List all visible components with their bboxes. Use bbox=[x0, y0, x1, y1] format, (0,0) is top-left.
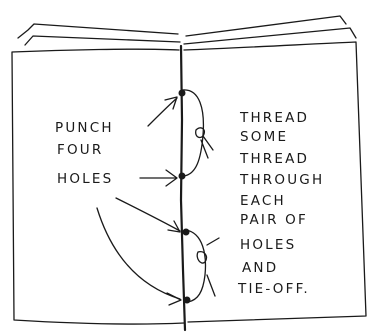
thread-label-line-6: PAIR OF bbox=[240, 212, 308, 228]
thread-loop-lower bbox=[186, 230, 219, 302]
thread-label-line-7: HOLES bbox=[240, 237, 296, 253]
hole-4 bbox=[184, 297, 191, 304]
thread-label-line-3: THREAD bbox=[239, 151, 309, 167]
thread-label-line-2: SOME bbox=[240, 129, 288, 145]
thread-label-line-1: THREAD bbox=[239, 110, 309, 126]
spine-fold bbox=[181, 46, 185, 330]
punch-label-line-2: FOUR bbox=[57, 142, 103, 158]
thread-label-line-8: AND bbox=[242, 260, 278, 276]
punch-label-line-3: HOLES bbox=[57, 171, 113, 187]
thread-loop-upper bbox=[182, 90, 213, 176]
punch-label-line-1: PUNCH bbox=[55, 120, 114, 136]
booklet-cover-edges bbox=[18, 16, 356, 45]
thread-label-line-4: THROUGH bbox=[239, 172, 324, 188]
arrow-to-bottom-hole bbox=[97, 208, 181, 305]
arrow-to-second-hole bbox=[140, 170, 177, 186]
thread-label-line-5: EACH bbox=[240, 193, 286, 209]
arrow-to-third-hole bbox=[116, 198, 180, 232]
arrow-to-top-hole bbox=[148, 97, 177, 126]
thread-label-line-9: TIE-OFF. bbox=[237, 281, 310, 297]
